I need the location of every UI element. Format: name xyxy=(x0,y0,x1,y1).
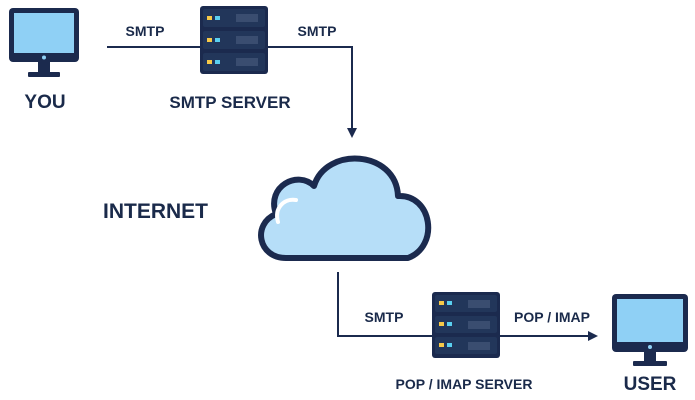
internet-cloud: INTERNET xyxy=(103,155,432,261)
node-label-smtp-server: SMTP SERVER xyxy=(169,93,290,112)
edge-internet-to-pop-line xyxy=(337,272,432,337)
connector-lines xyxy=(107,46,598,341)
edge-label-internet-to-pop: SMTP xyxy=(365,309,404,325)
pop-imap-server: POP / IMAP SERVER xyxy=(396,292,533,392)
sender-computer: YOU xyxy=(9,8,79,113)
smtp-server: SMTP SERVER xyxy=(169,6,291,112)
node-label-pop-imap-server: POP / IMAP SERVER xyxy=(396,376,533,392)
server-rack-icon xyxy=(200,6,268,74)
edge-label-smtp-to-internet: SMTP xyxy=(298,23,337,39)
cloud-icon xyxy=(258,155,432,261)
node-label-you: YOU xyxy=(24,92,65,113)
edge-smtp-to-internet-line xyxy=(268,46,357,138)
edge-label-you-to-smtp: SMTP xyxy=(126,23,165,39)
edge-label-pop-to-user: POP / IMAP xyxy=(514,309,590,325)
node-label-user: USER xyxy=(624,374,677,395)
desktop-computer-icon xyxy=(9,8,79,77)
node-label-internet: INTERNET xyxy=(103,200,208,223)
server-rack-icon xyxy=(432,292,500,358)
desktop-computer-icon xyxy=(612,294,688,366)
recipient-computer: USER xyxy=(612,294,688,395)
edge-labels: SMTP SMTP SMTP POP / IMAP xyxy=(126,23,590,325)
